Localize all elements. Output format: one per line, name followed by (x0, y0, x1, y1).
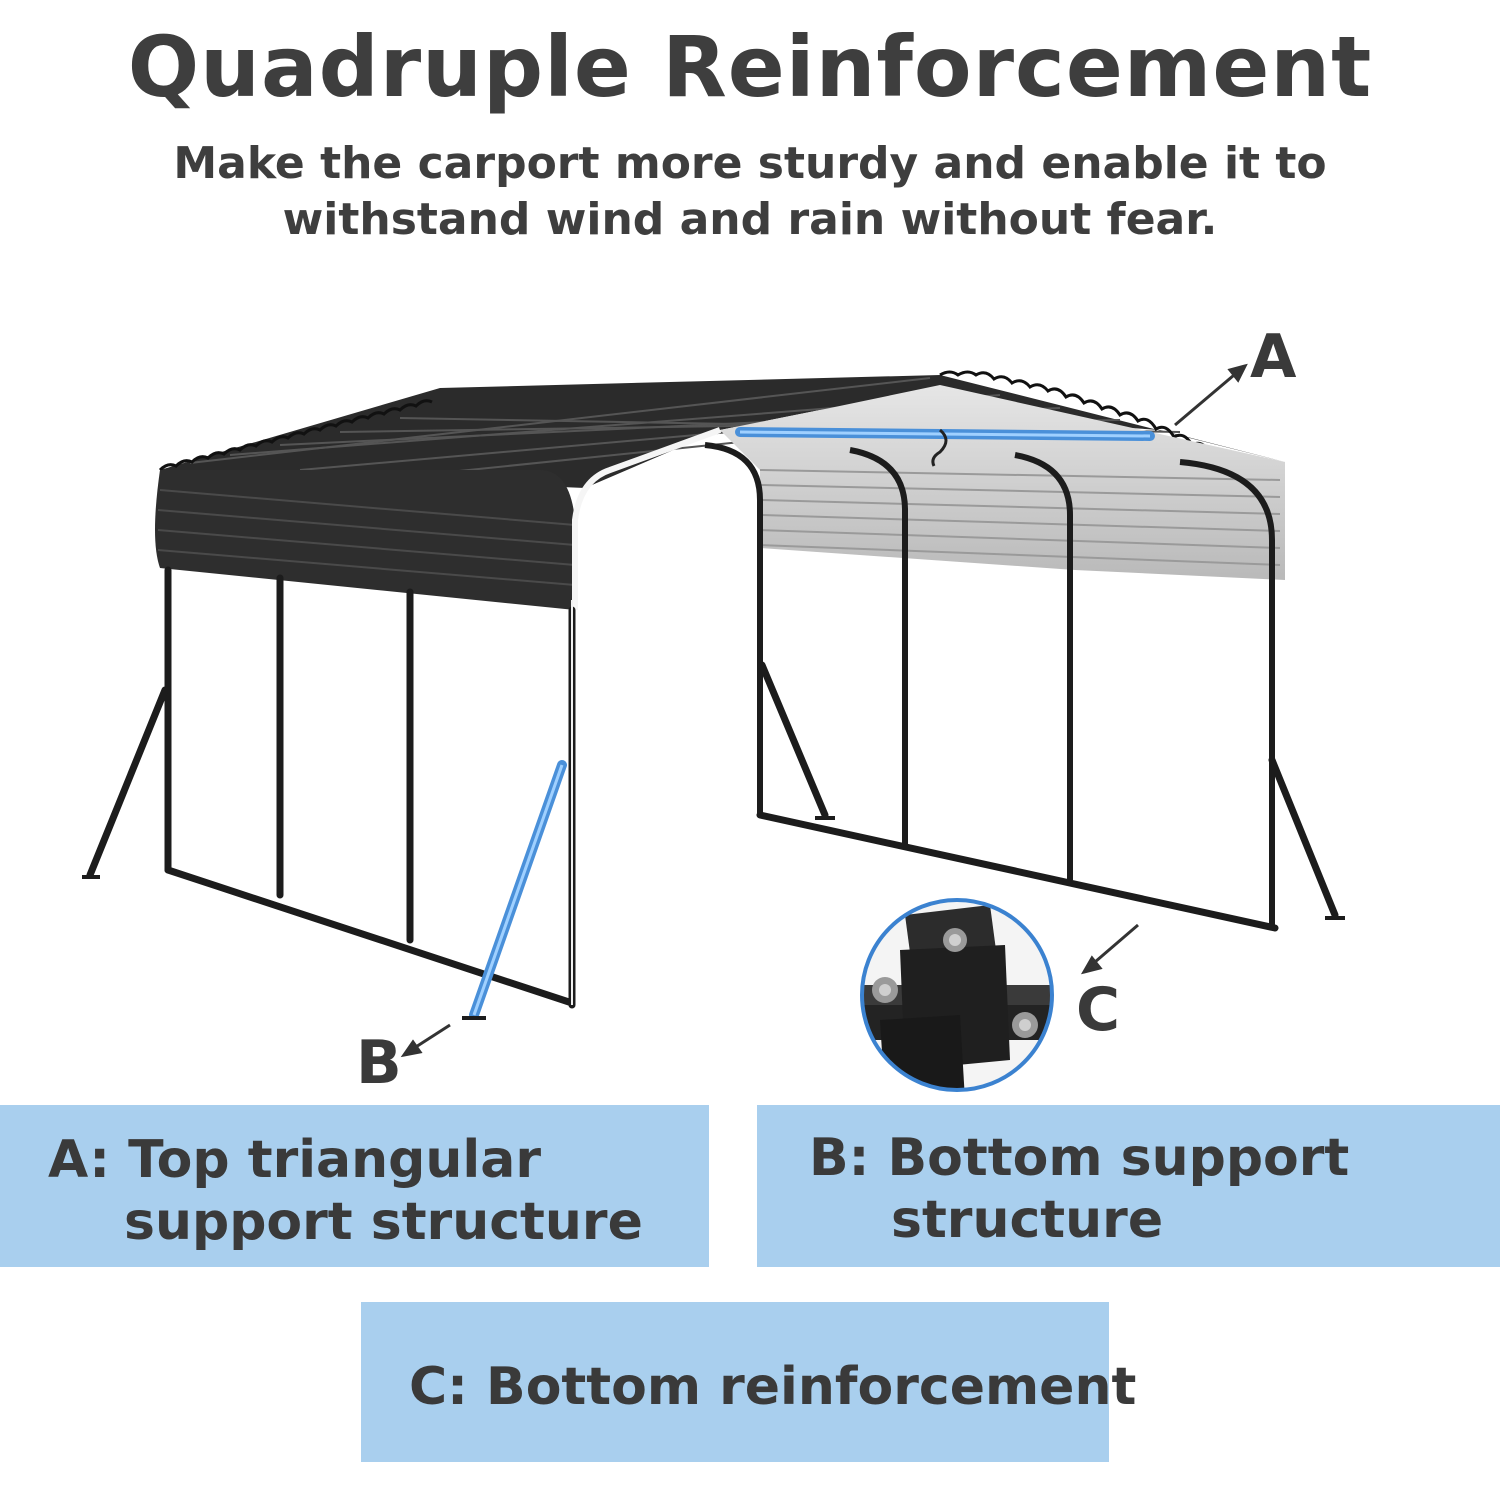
callout-a: A (1250, 322, 1297, 392)
label-a-line-1: A: Top triangular (48, 1130, 541, 1190)
label-c-line-1: C: Bottom reinforcement (409, 1357, 1137, 1417)
callout-b: B (356, 1028, 402, 1098)
label-box-c: C: Bottom reinforcement (361, 1302, 1137, 1462)
pointer-arrow-a (1174, 363, 1248, 427)
label-b-line-2: structure (891, 1190, 1164, 1250)
page-title: Quadruple Reinforcement (127, 18, 1373, 116)
label-box-b: B: Bottom support structure (757, 1105, 1500, 1267)
right-frame (756, 661, 1339, 932)
label-box-a: A: Top triangular support structure (0, 1105, 709, 1267)
inner-roof (704, 385, 1285, 930)
label-b-line-1: B: Bottom support (809, 1128, 1350, 1188)
left-side-panel (155, 427, 722, 610)
carport-illustration (82, 363, 1345, 1092)
subtitle-line-2: withstand wind and rain without fear. (282, 194, 1218, 245)
bracket-detail-inset (860, 898, 1054, 1092)
subtitle-line-1: Make the carport more sturdy and enable … (173, 138, 1327, 189)
foot-plates (82, 816, 1345, 1020)
callout-c: C (1076, 975, 1121, 1045)
page-subtitle: Make the carport more sturdy and enable … (150, 136, 1350, 248)
label-a-line-2: support structure (124, 1192, 643, 1252)
pointer-arrow-b (400, 1023, 451, 1058)
pointer-arrow-c (1080, 923, 1139, 975)
